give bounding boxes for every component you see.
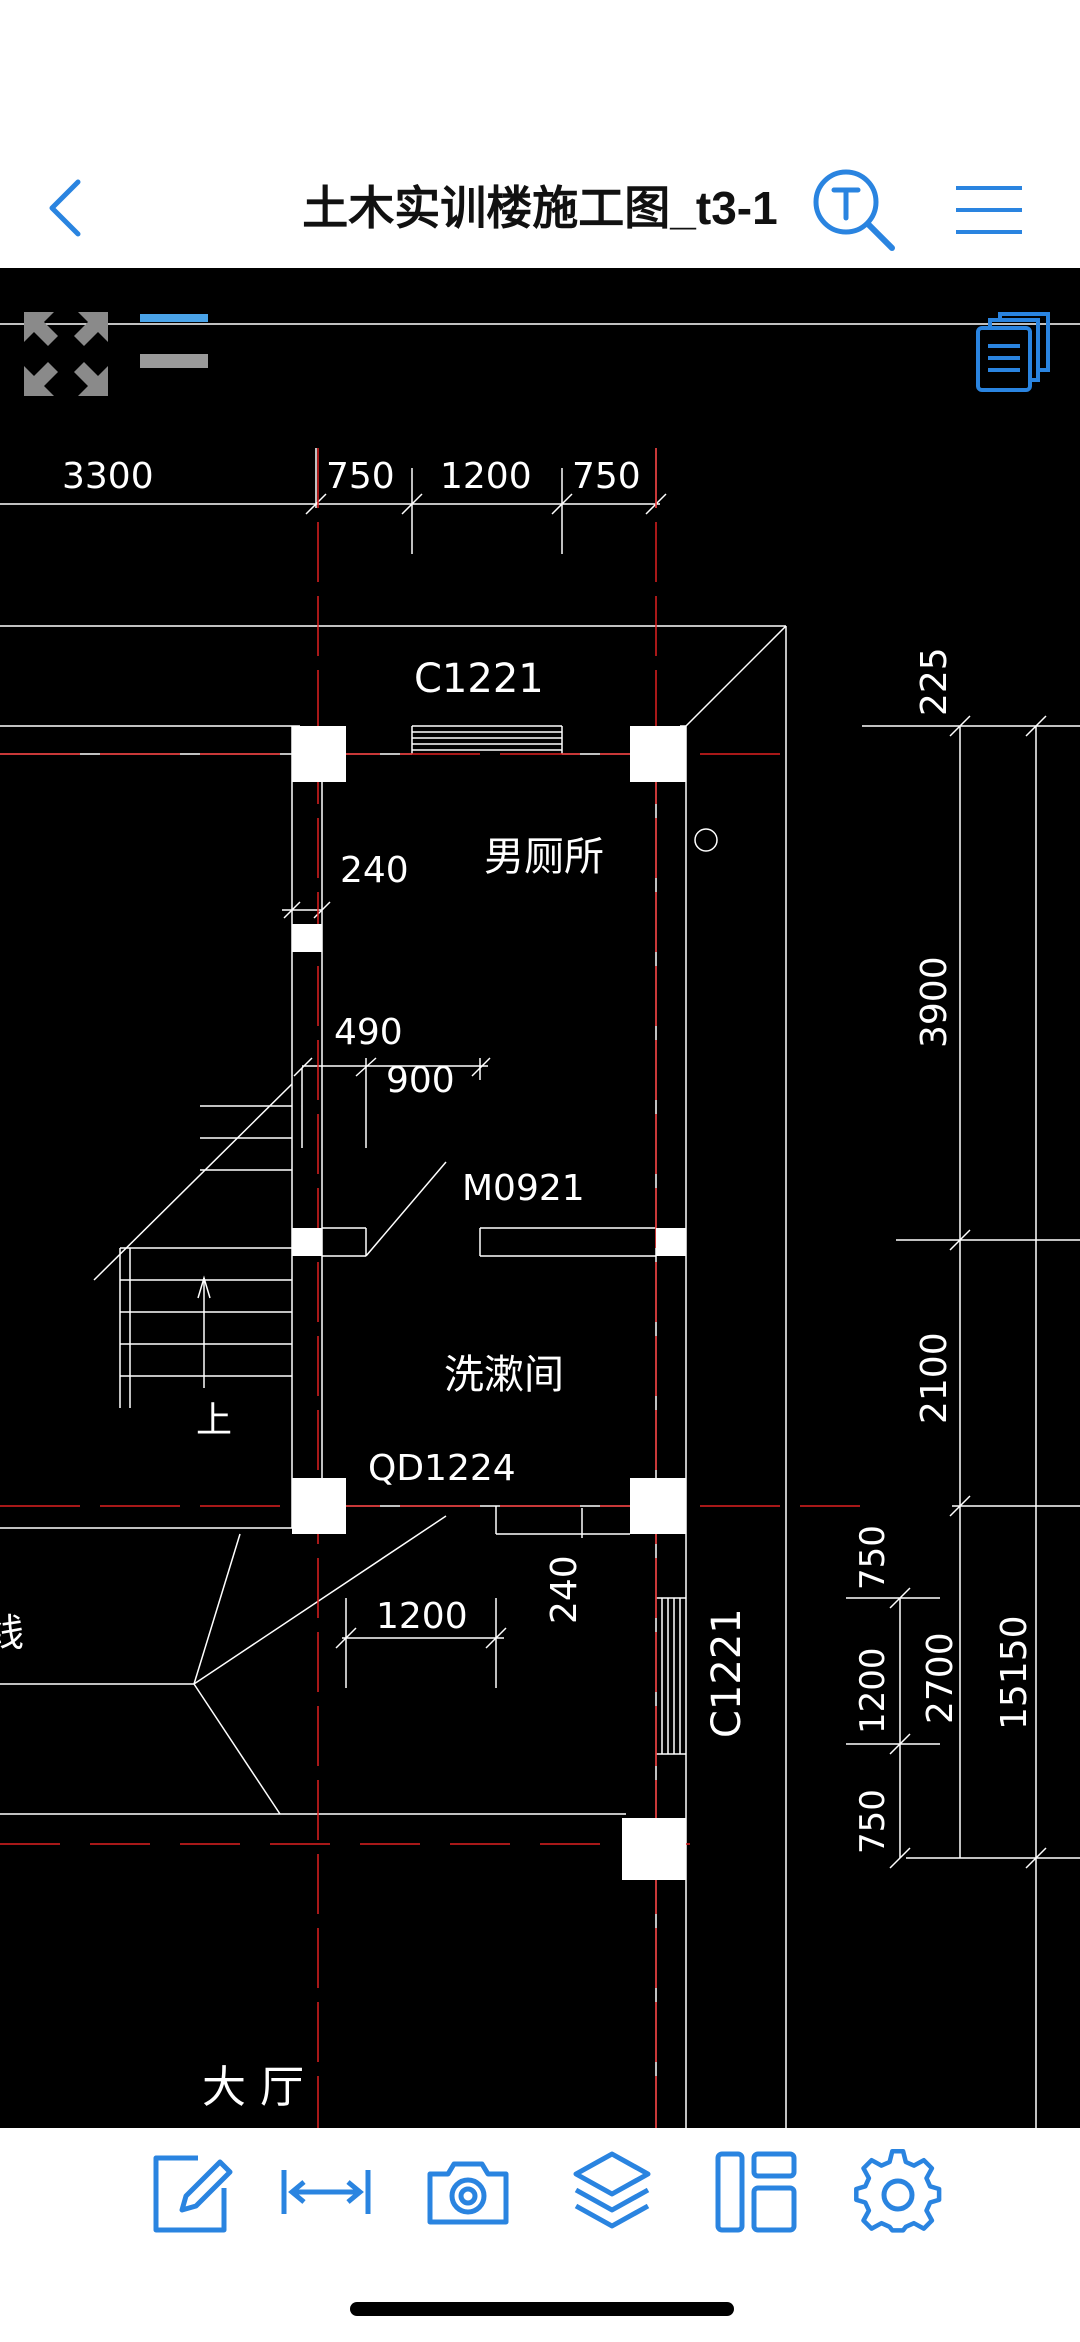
label-window-right: C1221 — [704, 1608, 750, 1738]
dim-wall-240-a: 240 — [340, 850, 409, 891]
line-toggle-button[interactable] — [136, 312, 212, 372]
dim-900: 900 — [386, 1060, 455, 1101]
dim-right-2700: 2700 — [920, 1632, 961, 1724]
expand-arrows-icon — [24, 312, 108, 396]
label-washroom: 洗漱间 — [444, 1352, 564, 1398]
dim-top-3300: 3300 — [62, 456, 154, 497]
settings-icon — [854, 2148, 942, 2233]
dim-490: 490 — [334, 1012, 403, 1053]
menu-button[interactable] — [952, 180, 1026, 240]
edit-icon — [153, 2155, 233, 2233]
drawing-canvas[interactable]: 3300 750 1200 750 C1221 男厕所 240 490 900 … — [0, 268, 1080, 2128]
dim-top-750-b: 750 — [572, 456, 641, 497]
dim-right-225: 225 — [914, 647, 955, 716]
cad-drawing: 3300 750 1200 750 C1221 男厕所 240 490 900 … — [0, 323, 1080, 2128]
label-qd1224: QD1224 — [368, 1448, 516, 1489]
label-hall: 大 厅 — [202, 2062, 304, 2113]
label-stair-up: 上 — [196, 1400, 232, 1441]
page-title: 土木实训楼施工图_t3-1 — [302, 182, 778, 234]
measure-icon — [281, 2170, 371, 2214]
dim-right-2100: 2100 — [914, 1332, 955, 1424]
layout-button[interactable] — [708, 2144, 804, 2240]
fit-screen-button[interactable] — [20, 308, 112, 400]
dim-right-1200: 1200 — [853, 1647, 893, 1734]
camera-button[interactable] — [420, 2144, 516, 2240]
dim-wall-240-b: 240 — [544, 1555, 585, 1624]
measure-button[interactable] — [278, 2144, 374, 2240]
home-indicator[interactable] — [350, 2302, 734, 2316]
dim-right-15150: 15150 — [994, 1615, 1035, 1730]
text-search-button[interactable] — [808, 164, 900, 256]
chevron-left-icon — [49, 179, 81, 237]
edit-button[interactable] — [142, 2144, 238, 2240]
dim-top-750-a: 750 — [326, 456, 395, 497]
top-bar: 土木实训楼施工图_t3-1 — [0, 0, 1080, 268]
label-door-m0921: M0921 — [462, 1168, 585, 1209]
layers-icon — [573, 2151, 651, 2229]
text-search-icon — [813, 169, 895, 251]
dim-top-1200: 1200 — [440, 456, 532, 497]
dim-right-3900: 3900 — [914, 956, 955, 1048]
label-window-top: C1221 — [414, 656, 544, 702]
edge-char: 线 — [0, 1611, 24, 1655]
camera-icon — [427, 2161, 509, 2225]
dim-1200-lower: 1200 — [376, 1596, 468, 1637]
label-men-toilet: 男厕所 — [484, 834, 604, 880]
layouts-button[interactable] — [974, 310, 1054, 394]
back-button[interactable] — [36, 168, 96, 248]
layout-icon — [715, 2151, 797, 2233]
settings-button[interactable] — [850, 2144, 946, 2240]
hamburger-menu-icon — [956, 186, 1022, 234]
layers-button[interactable] — [564, 2144, 660, 2240]
document-stack-icon — [976, 312, 1050, 392]
line-weight-icon — [140, 314, 208, 368]
dim-right-750-b: 750 — [853, 1789, 893, 1854]
dim-right-750-a: 750 — [853, 1525, 893, 1590]
